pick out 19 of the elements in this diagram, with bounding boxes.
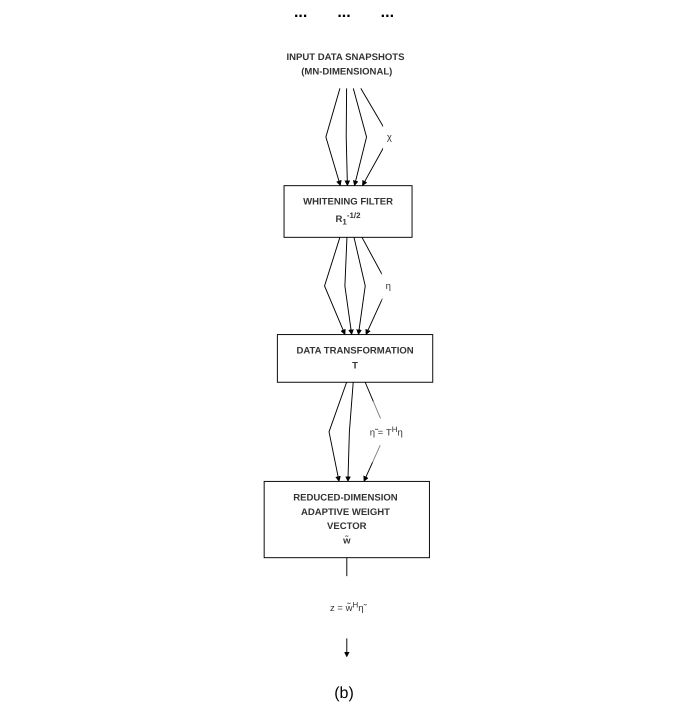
node-box: REDUCED-DIMENSION ADAPTIVE WEIGHT VECTOR w̃ (264, 480, 430, 558)
edge-label: χ (386, 132, 392, 142)
edge-label: η̃ = T$^{H}$η (370, 424, 403, 438)
arrow (354, 236, 366, 335)
figure-caption: (b) (334, 685, 354, 703)
arrow (325, 88, 342, 186)
node-text: INPUT DATA SNAPSHOTS (MN-DIMENSIONAL) (286, 52, 404, 77)
arrow (324, 236, 346, 335)
arrow (345, 382, 354, 482)
ellipsis-note: ... (294, 4, 308, 22)
arrow (328, 382, 348, 482)
edge-label: z = w̃$^{H}$η̃ (330, 600, 364, 614)
node-box: DATA TRANSFORMATION T (276, 334, 434, 383)
arrow (344, 88, 350, 186)
ellipsis-note: ... (380, 4, 394, 22)
ellipsis-note: ... (337, 4, 351, 22)
arrow (344, 236, 354, 335)
arrow (352, 88, 368, 186)
edge-label: η (386, 280, 391, 292)
